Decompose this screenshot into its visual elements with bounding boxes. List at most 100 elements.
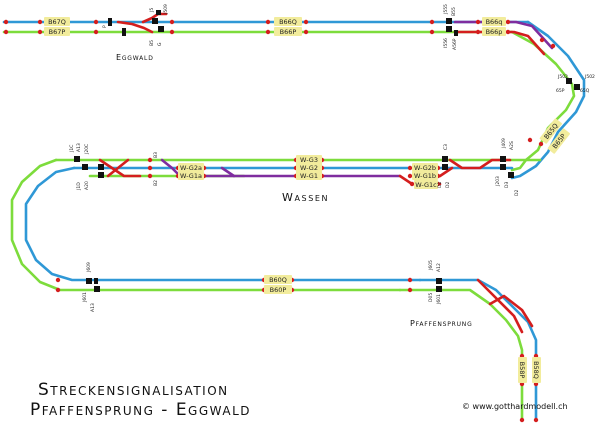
signal-marker: [86, 278, 92, 284]
block-label-b67q: B67Q: [48, 18, 66, 26]
track-loop-green: [10, 158, 402, 292]
block-label-b66q-r: B66q: [486, 18, 503, 26]
block-label-bg: [178, 171, 204, 180]
track-mid-red-right2: [448, 158, 512, 170]
block-label-bg: [518, 357, 527, 383]
track-mid-red-right3: [438, 166, 454, 178]
signal-marker: [442, 156, 448, 162]
signal-tag: J555: [443, 4, 449, 15]
end-dot: [93, 19, 99, 25]
signal-marker: [98, 164, 104, 170]
signal-tag: J1C: [69, 145, 75, 153]
signal-marker: [156, 10, 161, 15]
signal-marker: [94, 286, 100, 292]
signal-marker: [158, 26, 164, 32]
signal-marker: [122, 28, 126, 36]
block-label-b66p-r: B66p: [486, 28, 503, 36]
end-dot: [407, 277, 413, 283]
track-top-red-mid: [141, 12, 168, 24]
block-label-b58p: B58P: [518, 362, 526, 379]
block-label-bg: [482, 17, 506, 26]
end-dot: [407, 165, 413, 171]
signal-tag: J203: [495, 176, 501, 187]
track-top-green-curve: [510, 30, 576, 172]
signal-marker: [152, 18, 158, 24]
signal-marker: [574, 84, 580, 90]
end-dot: [475, 29, 481, 35]
place-eggwald: Eggwald: [116, 53, 154, 62]
end-dot: [429, 29, 435, 35]
end-dot: [169, 29, 175, 35]
end-dot: [538, 141, 544, 147]
end-dot: [533, 417, 539, 423]
signal-tag: J409: [501, 138, 507, 149]
block-label-bg: [274, 17, 302, 26]
signal-marker: [500, 156, 506, 162]
signal-tag: D3: [504, 182, 510, 188]
track-mid-red-left: [98, 158, 142, 178]
signal-tag: J609: [86, 262, 92, 273]
block-label-b58q: B58Q: [532, 361, 540, 379]
end-dot: [527, 137, 533, 143]
block-label-bg: [532, 357, 541, 383]
end-dot: [409, 181, 415, 187]
title-line-1: Streckensignalisation: [38, 380, 229, 400]
block-label-wg2a: W-G2a: [180, 164, 202, 172]
block-label-wg2b: W-G2b: [414, 164, 436, 172]
end-dot: [265, 19, 271, 25]
signal-tag: 65Q: [580, 88, 590, 94]
end-dot: [147, 173, 153, 179]
signal-marker: [446, 26, 452, 32]
block-label-b60p: B60P: [270, 286, 287, 294]
signal-marker: [454, 30, 458, 36]
signal-tag: J502: [557, 74, 568, 80]
track-mid-purple: [160, 158, 402, 178]
signal-marker: [74, 156, 80, 162]
block-label-bg: [44, 17, 70, 26]
signal-tag: B5: [149, 40, 155, 46]
signal-marker: [442, 164, 448, 170]
track-bottom-green-curve: [398, 288, 524, 422]
signal-marker: [98, 172, 104, 178]
signal-marker: [566, 78, 572, 84]
block-label-bg: [178, 163, 204, 172]
block-label-wg1c: W-G1c: [415, 181, 437, 189]
signal-marker: [436, 278, 442, 284]
block-label-bg: [539, 118, 562, 144]
end-dot: [3, 29, 9, 35]
signal-tag: D2: [514, 190, 520, 196]
signal-tag: I556: [443, 38, 449, 48]
block-label-wg1: W-G1: [300, 172, 318, 180]
end-dot: [55, 287, 61, 293]
block-label-bg: [547, 128, 570, 154]
signal-tag: J601: [436, 294, 442, 305]
end-dot: [475, 19, 481, 25]
track-top-red-left: [116, 20, 154, 34]
signal-tag: J601: [82, 292, 88, 303]
signal-tag: G: [157, 42, 163, 46]
end-dot: [169, 19, 175, 25]
block-label-b66q: B66Q: [279, 18, 297, 26]
signal-marker: [94, 278, 98, 284]
signal-tag: A13: [76, 143, 82, 152]
track-loop-blue: [24, 166, 422, 282]
end-dot: [550, 43, 556, 49]
track-bottom-red2: [488, 294, 534, 328]
signal-marker: [446, 18, 452, 24]
signal-tag: C3: [443, 144, 449, 150]
title-line-2: Pfaffensprung - Eggwald: [30, 400, 251, 420]
track-mid-purple2: [220, 166, 236, 178]
block-label-bg: [264, 275, 292, 284]
track-mid-red-left2: [106, 158, 130, 178]
end-dot: [147, 157, 153, 163]
end-dot: [407, 287, 413, 293]
block-label-bg: [414, 180, 438, 189]
end-dot: [539, 37, 545, 43]
signal-tag: J605: [428, 260, 434, 271]
signal-tag: B2: [153, 180, 159, 186]
end-dot: [55, 277, 61, 283]
signal-marker: [436, 286, 442, 292]
end-dot: [37, 29, 43, 35]
